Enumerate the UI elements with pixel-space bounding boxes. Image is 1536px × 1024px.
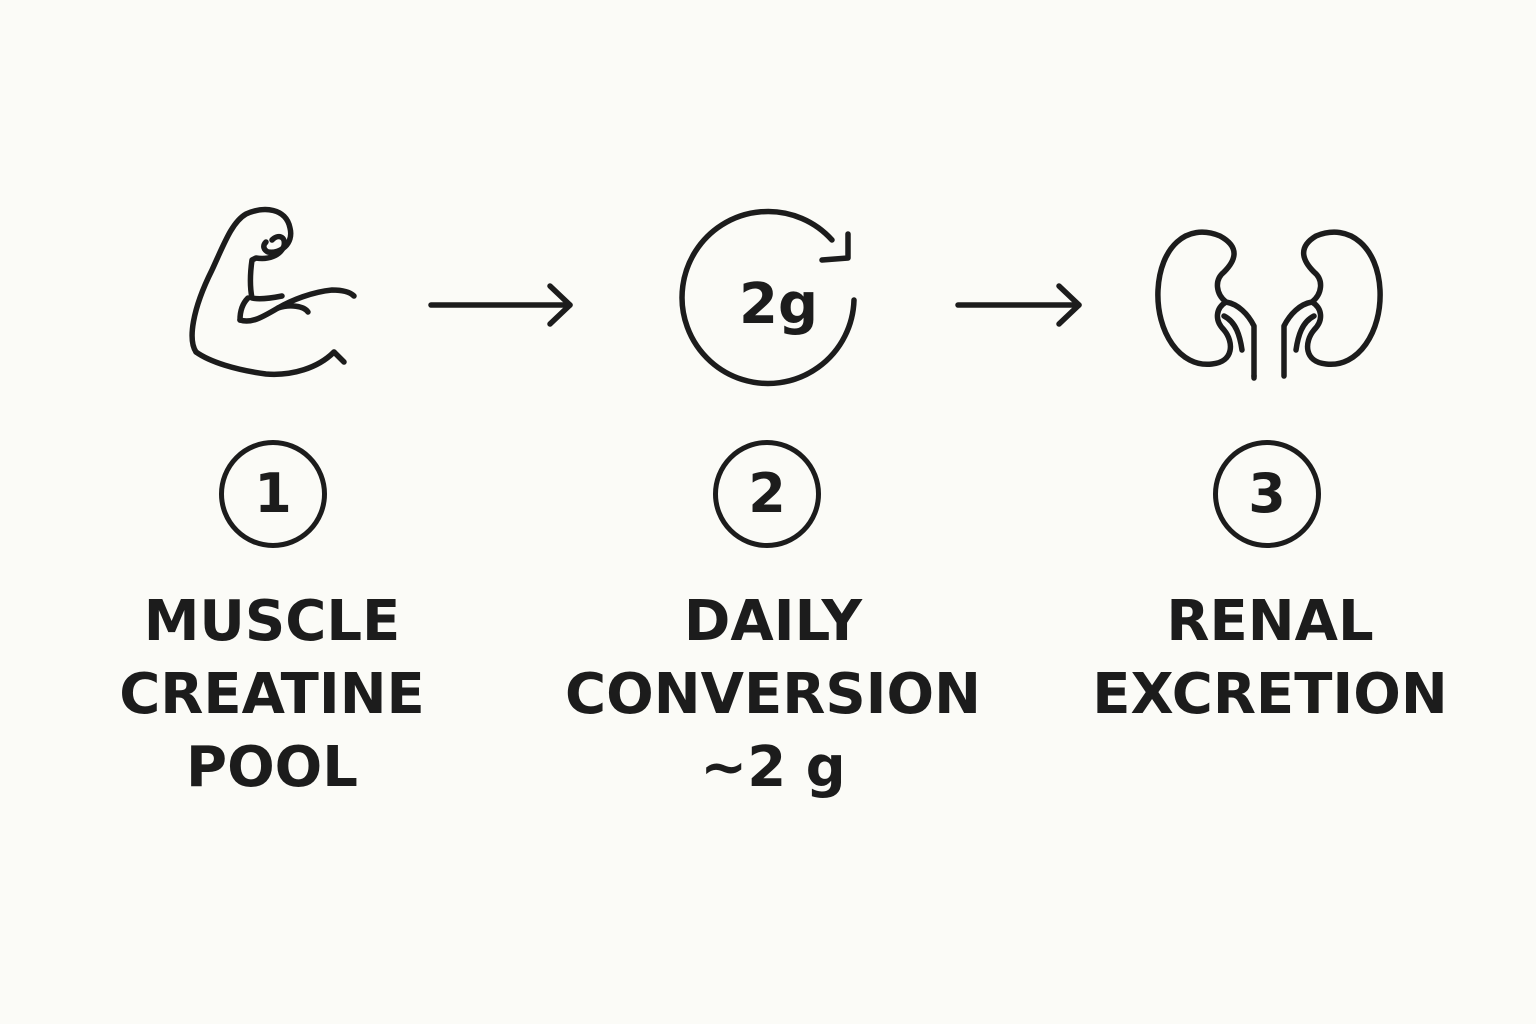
step-label-muscle-creatine-pool: MUSCLE CREATINE POOL	[92, 585, 452, 804]
step-label-renal-excretion: RENAL EXCRETION	[1070, 585, 1470, 731]
label-line: DAILY	[683, 589, 863, 654]
right-arrow-icon	[955, 283, 1082, 327]
cycle-amount-text: 2g	[739, 272, 819, 337]
right-arrow-icon	[428, 283, 573, 327]
step-label-daily-conversion: DAILY CONVERSION ~2 g	[548, 585, 998, 804]
step-number-badge-1: 1	[219, 440, 327, 548]
kidneys-icon	[1155, 229, 1383, 381]
label-line: EXCRETION	[1092, 662, 1448, 727]
label-line: CONVERSION	[565, 662, 981, 727]
circular-cycle-arrow-icon	[679, 208, 857, 387]
flexed-arm-muscle-icon	[189, 206, 357, 378]
step-number-badge-2: 2	[713, 440, 821, 548]
label-line: RENAL	[1166, 589, 1374, 654]
label-line: POOL	[186, 735, 358, 800]
label-line: MUSCLE	[143, 589, 401, 654]
step-number-badge-3: 3	[1213, 440, 1321, 548]
label-line: ~2 g	[700, 735, 846, 800]
label-line: CREATINE	[119, 662, 425, 727]
